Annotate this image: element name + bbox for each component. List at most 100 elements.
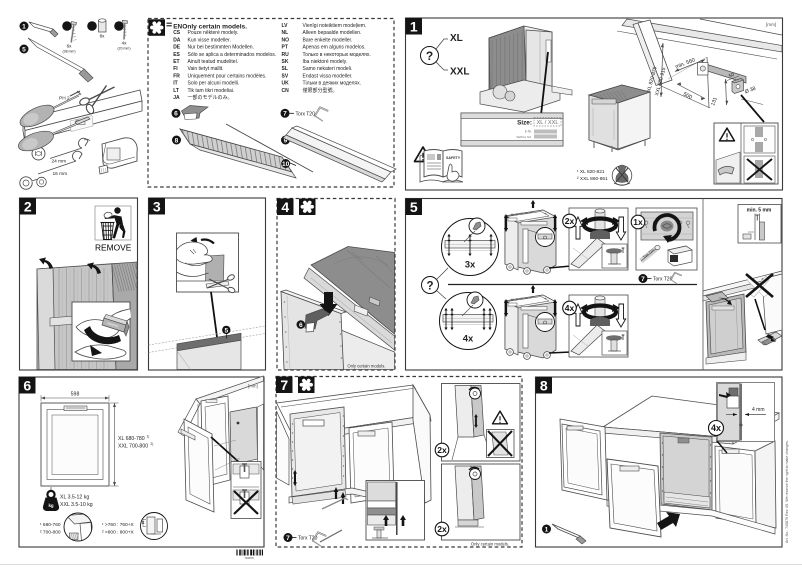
- svg-text:Only certain models.: Only certain models.: [182, 23, 247, 30]
- svg-text:² >800 : 800+X: ² >800 : 800+X: [102, 530, 135, 536]
- svg-text:² 700-800: ² 700-800: [40, 530, 61, 536]
- svg-text:EN: EN: [173, 23, 182, 30]
- svg-text:24 mm: 24 mm: [52, 159, 67, 165]
- svg-text:Art. No.: 740876 Rev. 05. We: Art. No.: 740876 Rev. 05. We reserve the…: [785, 440, 789, 543]
- svg-text:1: 1: [545, 526, 549, 533]
- svg-text:FI: FI: [173, 66, 178, 72]
- svg-text:6: 6: [174, 111, 178, 118]
- svg-text:(38 mm): (38 mm): [62, 50, 75, 54]
- svg-text:PT: PT: [282, 45, 288, 51]
- svg-text:7: 7: [641, 276, 645, 283]
- svg-text:kg: kg: [48, 503, 53, 508]
- svg-text:Torx T20: Torx T20: [642, 248, 655, 259]
- svg-text:一部のモデルのみ。: 一部のモデルのみ。: [188, 94, 233, 101]
- svg-text:PH 2: PH 2: [59, 96, 70, 102]
- svg-text:5: 5: [410, 199, 418, 215]
- svg-text:500: 500: [682, 91, 693, 100]
- svg-text:E-Nr.: E-Nr.: [525, 130, 532, 134]
- svg-text:16 mm: 16 mm: [53, 171, 68, 177]
- svg-text:1x: 1x: [633, 217, 643, 227]
- svg-text:LT: LT: [173, 88, 179, 94]
- svg-text:6: 6: [23, 377, 31, 393]
- svg-text:UK: UK: [282, 81, 290, 87]
- svg-text:1): 1): [147, 435, 150, 439]
- svg-text:Torx T20: Torx T20: [298, 536, 318, 542]
- svg-text:Только в некоторых моделях.: Только в некоторых моделях.: [303, 52, 371, 58]
- svg-text:CS: CS: [173, 30, 181, 36]
- svg-text:5: 5: [22, 46, 26, 53]
- svg-text:?: ?: [426, 281, 433, 293]
- svg-text:Ainult teatud mudelitel.: Ainult teatud mudelitel.: [188, 59, 239, 65]
- svg-text:2x: 2x: [565, 216, 575, 226]
- svg-text:Size:: Size:: [517, 120, 532, 127]
- svg-text:Only certain models.: Only certain models.: [471, 542, 509, 547]
- svg-text:Pouze některé modely.: Pouze některé modely.: [188, 30, 239, 36]
- svg-text:REMOVE: REMOVE: [107, 321, 119, 328]
- svg-text:Vienīgi noteiktiem modeļiem.: Vienīgi noteiktiem modeļiem.: [303, 23, 367, 29]
- svg-text:50: 50: [728, 72, 735, 80]
- svg-text:10: 10: [282, 161, 290, 168]
- svg-text:CN: CN: [282, 88, 290, 94]
- svg-text:4 mm: 4 mm: [752, 407, 765, 413]
- svg-text:Iba niektoré modely.: Iba niektoré modely.: [303, 59, 348, 65]
- svg-text:LV: LV: [282, 23, 289, 29]
- svg-text:XL / XXL: XL / XXL: [537, 120, 559, 126]
- svg-text:SERIAL NO.: SERIAL NO.: [516, 135, 532, 139]
- svg-text:XL 3.5-12 kg: XL 3.5-12 kg: [60, 495, 89, 501]
- svg-text:min. 5 mm: min. 5 mm: [747, 208, 772, 214]
- svg-text:3: 3: [153, 198, 161, 214]
- svg-text:4: 4: [281, 199, 289, 215]
- svg-text:Torx T20: Torx T20: [653, 277, 673, 283]
- svg-text:SL: SL: [282, 66, 288, 72]
- svg-text:8x: 8x: [100, 34, 106, 39]
- svg-text:6: 6: [299, 322, 303, 329]
- svg-text:Tik tam tikri modeliai.: Tik tam tikri modeliai.: [188, 88, 235, 94]
- svg-text:2): 2): [151, 442, 154, 446]
- svg-text:DA: DA: [173, 37, 181, 43]
- svg-text:ES: ES: [173, 52, 180, 58]
- svg-text:Kun visse modeller.: Kun visse modeller.: [188, 37, 231, 43]
- svg-text:[mm]: [mm]: [766, 22, 776, 27]
- svg-text:SV: SV: [282, 73, 289, 79]
- svg-text:2x: 2x: [437, 445, 447, 455]
- svg-text:FR: FR: [173, 73, 180, 79]
- svg-text:Nur bei bestimmten Modellen.: Nur bei bestimmten Modellen.: [188, 45, 254, 51]
- svg-text:JA: JA: [173, 95, 180, 101]
- svg-text:² XXL 860-861: ² XXL 860-861: [577, 176, 608, 182]
- svg-text:XL 680-780: XL 680-780: [118, 436, 145, 442]
- svg-text:7: 7: [286, 535, 290, 542]
- svg-text:7: 7: [283, 111, 287, 118]
- svg-text:2x: 2x: [437, 524, 447, 534]
- svg-text:Samo nekateri modeli.: Samo nekateri modeli.: [303, 66, 353, 72]
- svg-text:[mm]: [mm]: [248, 384, 258, 389]
- svg-text:1: 1: [22, 23, 26, 30]
- svg-text:131: 131: [710, 96, 719, 106]
- svg-text:2: 2: [24, 198, 32, 214]
- svg-text:?: ?: [426, 49, 433, 63]
- svg-text:4x: 4x: [463, 334, 474, 345]
- svg-text:4x: 4x: [711, 423, 721, 433]
- svg-text:ET: ET: [173, 59, 179, 65]
- svg-text:XXL: XXL: [450, 67, 469, 78]
- svg-text:Vain tietyt mallit.: Vain tietyt mallit.: [188, 66, 224, 72]
- svg-text:Endast vissa modeller.: Endast vissa modeller.: [303, 73, 353, 79]
- svg-text:REMOVE: REMOVE: [95, 243, 132, 253]
- svg-text:Bare enkelte modeller.: Bare enkelte modeller.: [303, 37, 353, 43]
- svg-text:SAFETY: SAFETY: [446, 156, 461, 160]
- svg-text:¹ 680-760: ¹ 680-760: [40, 522, 61, 528]
- svg-text:8: 8: [175, 137, 179, 144]
- svg-text:6x: 6x: [67, 44, 73, 49]
- svg-text:740876: 740876: [244, 556, 254, 560]
- svg-text:IT: IT: [173, 81, 177, 87]
- svg-text:僅限部分型號。: 僅限部分型號。: [303, 87, 338, 94]
- svg-text:(20 mm): (20 mm): [117, 47, 130, 51]
- svg-text:XXL 700-800: XXL 700-800: [118, 444, 148, 450]
- svg-text:Apenas em alguns modelos.: Apenas em alguns modelos.: [303, 45, 366, 51]
- svg-text:4x: 4x: [122, 41, 128, 46]
- svg-text:9: 9: [284, 137, 288, 144]
- svg-text:Alleen bepaalde modellen.: Alleen bepaalde modellen.: [303, 30, 362, 36]
- svg-text:Solo per alcuni modelli.: Solo per alcuni modelli.: [188, 81, 240, 87]
- svg-text:¹ >760 : 760+X: ¹ >760 : 760+X: [102, 522, 135, 528]
- svg-text:Sólo se aplica a determinados: Sólo se aplica a determinados modelos.: [188, 52, 277, 58]
- svg-text:NO: NO: [282, 37, 290, 43]
